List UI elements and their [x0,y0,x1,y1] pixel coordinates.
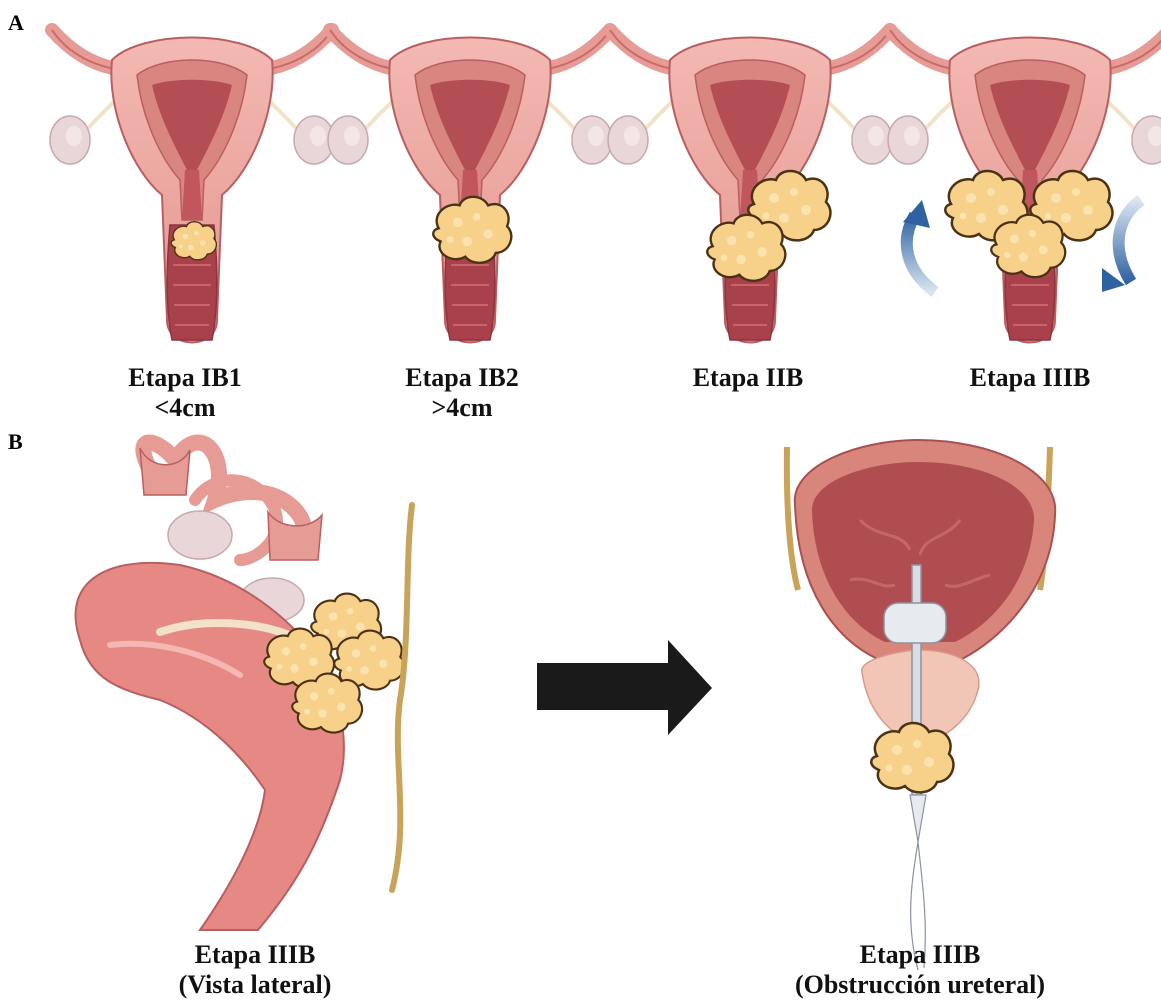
lateral-view-subtitle: (Vista lateral) [140,970,370,1000]
tumor-stage-iiib-center [991,215,1065,277]
panel-a-label: A [8,10,24,36]
right-arrow-icon [537,640,712,735]
ureter-lateral [392,505,412,890]
ureteral-obstruction-title: Etapa IIIB [770,940,1070,970]
uterus-stage-ib1 [50,30,334,343]
stage-iib-caption: Etapa IIB [668,363,828,393]
stage-ib1-size: <4cm [105,393,265,423]
stage-ib1-caption: Etapa IB1 <4cm [105,363,265,423]
tumor-stage-ib1 [171,222,216,260]
uterus-stage-ib2 [328,30,612,343]
ureteral-obstruction-caption: Etapa IIIB (Obstrucción ureteral) [770,940,1070,1000]
stage-ib2-caption: Etapa IB2 >4cm [382,363,542,423]
stage-iiib-title: Etapa IIIB [945,363,1115,393]
uterus-stage-iib [608,30,892,343]
ureteral-obstruction-subtitle: (Obstrucción ureteral) [770,970,1070,1000]
tumor-ureteral [871,723,953,792]
tumor-stage-iib-cervix [707,215,785,281]
tumor-stage-ib2 [433,197,511,263]
lateral-view-caption: Etapa IIIB (Vista lateral) [140,940,370,1000]
lateral-view-title: Etapa IIIB [140,940,370,970]
panel-b-label: B [8,429,23,455]
curved-arrow-left-icon [903,200,935,292]
tumor-lateral-4 [292,674,362,733]
stage-iib-title: Etapa IIB [668,363,828,393]
uterus-stage-iiib [888,30,1161,343]
uterus-lateral-view [76,442,412,930]
stage-ib1-title: Etapa IB1 [105,363,265,393]
stage-ib2-title: Etapa IB2 [382,363,542,393]
stage-ib2-size: >4cm [382,393,542,423]
stage-iiib-caption: Etapa IIIB [945,363,1115,393]
bladder-cross-section [787,440,1055,970]
